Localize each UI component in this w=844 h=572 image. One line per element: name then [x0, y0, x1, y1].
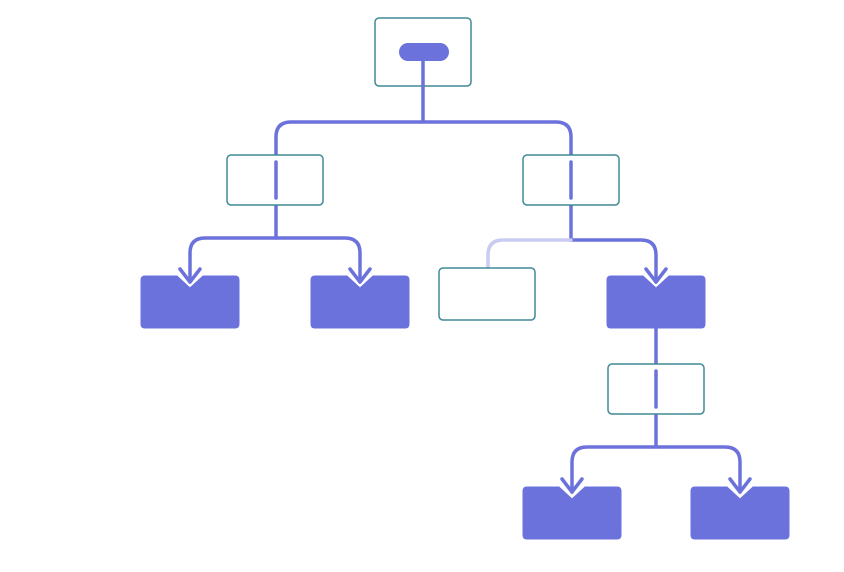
arrowhead-right-child	[644, 267, 668, 284]
left-leaf-1-node	[140, 275, 240, 329]
arrowhead-left-leaf-1	[178, 267, 202, 284]
right-leaf-faded-node	[438, 267, 536, 321]
edge-right-branch-to-child	[569, 238, 658, 284]
arrowhead-left-leaf-2	[348, 267, 372, 284]
root-pill-marker	[399, 43, 449, 61]
edge-root-to-branches	[274, 84, 573, 158]
arrowhead-lower-leaf-2	[728, 477, 752, 494]
lower-leaf-2-node	[690, 486, 790, 540]
left-leaf-2-node	[310, 275, 410, 329]
edge-lower-branch-split	[570, 445, 742, 494]
edge-left-branch-split	[188, 236, 362, 284]
lower-leaf-1-node	[522, 486, 622, 540]
right-child-node	[606, 275, 706, 329]
arrowhead-lower-leaf-1	[560, 477, 584, 494]
edge-right-branch-faded	[486, 238, 573, 270]
